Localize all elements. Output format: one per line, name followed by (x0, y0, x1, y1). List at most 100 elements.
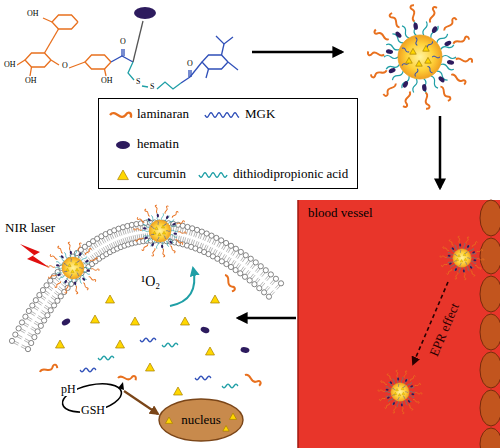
lipid-tail (17, 337, 21, 339)
hematin-mark (451, 247, 454, 250)
linker-strand (469, 263, 474, 268)
legend-icon (110, 113, 131, 118)
mgk-strand (76, 272, 79, 276)
hematin-mark (463, 269, 465, 272)
linker-strand (454, 245, 458, 251)
linker-strand (385, 391, 391, 392)
hydroxyl-bond (30, 67, 32, 76)
lipid-head (44, 283, 49, 288)
nanoparticle (440, 236, 484, 280)
lipid-tail (209, 247, 211, 251)
lipid-tail (205, 236, 207, 241)
lipid-tail (96, 252, 99, 256)
mgk-strand (427, 41, 434, 49)
lipid-tail (28, 317, 32, 320)
laminaran-strand (429, 7, 437, 24)
hematin-mark (151, 243, 155, 247)
glycosidic-bond (69, 62, 85, 68)
laminaran-strand (472, 241, 478, 247)
laminaran-strand (77, 243, 81, 251)
lipid-tail (267, 277, 270, 281)
lipid-tail (98, 241, 101, 245)
hematin-mark (448, 255, 451, 257)
lipid-tail (187, 230, 188, 235)
laminaran-strand (475, 265, 482, 270)
lipid-tail (121, 239, 123, 244)
process-label: EPR effect (427, 301, 463, 359)
lipid-tail (246, 260, 249, 264)
lipid-tail (34, 308, 38, 311)
laminaran-strand (449, 239, 454, 245)
lipid-tail (31, 311, 35, 314)
lipid-head (51, 303, 56, 308)
lipid-tail (250, 264, 253, 268)
atom-label: O (186, 60, 194, 69)
endothelial-cell (480, 352, 500, 388)
linker-strand (466, 245, 470, 251)
lipid-tail (195, 241, 197, 246)
curcumin-triangle (406, 57, 412, 63)
lipid-tail (131, 228, 132, 233)
curcumin-triangle (396, 388, 399, 390)
laminaran-strand (453, 36, 469, 45)
legend-box: laminaranMGKhematincurcumindithiodipropi… (98, 98, 358, 189)
lipid-tail (35, 306, 39, 309)
lipid-head (45, 313, 50, 318)
linker-strand (442, 56, 456, 59)
hematin-mark (200, 326, 210, 334)
laminaran-strand (410, 375, 416, 381)
laminaran-strand (164, 206, 168, 214)
lipid-tail (123, 238, 125, 243)
lipid-head (223, 240, 228, 245)
mgk-strand (398, 384, 400, 387)
sugar-ring (52, 15, 78, 29)
laminaran-strand (82, 282, 88, 290)
lipid-head (266, 294, 271, 299)
lipid-tail (14, 343, 18, 345)
laminaran-strand (178, 231, 186, 233)
atom-label: O (61, 62, 69, 71)
mgk-strand (140, 338, 156, 342)
mgk-strand (432, 56, 440, 58)
lipid-tail (217, 242, 219, 246)
linker-strand (63, 252, 68, 259)
lipid-tail (213, 249, 215, 253)
mgk-strand (392, 388, 395, 390)
laminaran-strand (57, 246, 63, 254)
lipid-tail (94, 253, 97, 257)
laminaran-strand (48, 274, 56, 279)
lipid-tail (257, 269, 260, 273)
hydroxyl-bond (105, 69, 107, 76)
hematin-mark (116, 141, 130, 149)
hematin-mark (454, 268, 457, 272)
lipid-tail (98, 251, 101, 255)
hematin-mark (144, 236, 148, 240)
hematin-mark (157, 214, 160, 218)
lipid-head (55, 298, 60, 303)
lipid-tail (120, 231, 122, 236)
mgk-bond (206, 69, 209, 78)
lipid-tail (247, 271, 250, 275)
lipid-tail (107, 245, 109, 249)
laminaran-strand (89, 258, 97, 263)
lipid-tail (22, 345, 26, 347)
lipid-tail (219, 243, 221, 247)
lipid-head (38, 323, 43, 328)
lipid-tail (24, 325, 28, 327)
linker-strand (430, 75, 440, 89)
mgk-strand (398, 397, 400, 400)
laminaran-strand (134, 228, 142, 230)
linker-strand (392, 379, 396, 385)
linker-strand (471, 257, 477, 258)
lipid-tail (219, 253, 221, 257)
curcumin-triangle (68, 264, 71, 267)
lipid-tail (191, 240, 193, 245)
hematin-mark (411, 393, 414, 395)
laminaran-strand (91, 268, 99, 270)
lipid-head (278, 281, 283, 286)
hematin-mark (82, 277, 86, 281)
lipid-tail (99, 240, 102, 244)
mgk-strand (467, 257, 470, 259)
lipid-tail (31, 329, 35, 331)
